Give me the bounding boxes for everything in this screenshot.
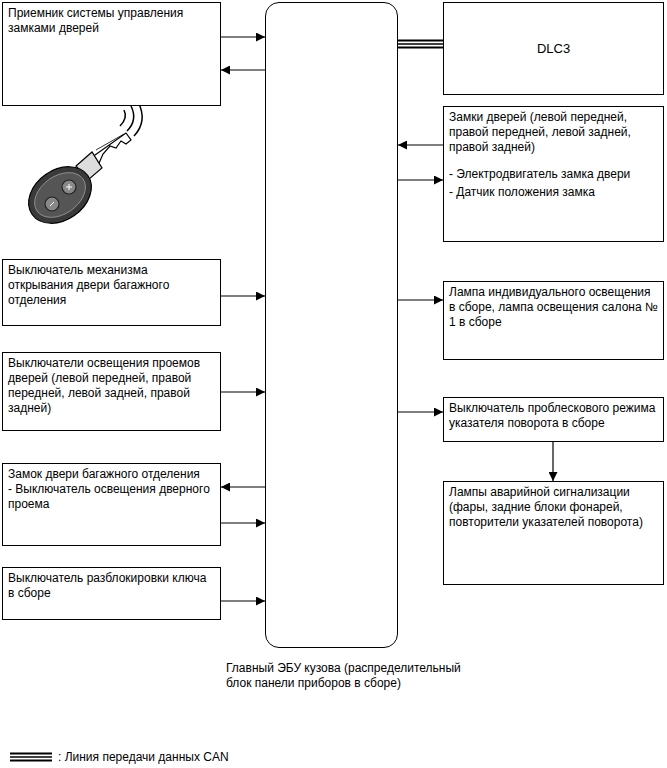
box-text: - Электродвигатель замка двери — [449, 167, 658, 182]
signal-arrow — [398, 180, 443, 181]
switch-box: Выключатель разблокировки ключа в сборе — [2, 567, 221, 620]
arrow-line — [221, 36, 265, 37]
box-text: Замки дверей (левой передней, правой пер… — [449, 110, 658, 155]
can-line-inner — [398, 43, 443, 45]
lamp-box: Лампа индивидуального освещения в сборе,… — [443, 281, 664, 360]
box-text: - Датчик положения замка — [449, 185, 658, 200]
signal-arrow — [398, 145, 443, 146]
signal-arrow — [221, 523, 265, 524]
box-text: DLC3 — [537, 41, 570, 56]
box-text: Выключатели освещения проемов дверей (ле… — [8, 356, 215, 416]
arrow-line — [398, 144, 443, 145]
switch-box: Выключатель механизма открывания двери б… — [2, 259, 221, 326]
block-heading: Главный ЭБУ кузова (распределительный бл… — [226, 661, 466, 691]
switch-box: Выключатели освещения проемов дверей (ле… — [2, 352, 221, 431]
arrow-line — [398, 411, 443, 412]
box-text: Выключатель разблокировки ключа в сборе — [8, 571, 215, 601]
trunk-lock-box: Замок двери багажного отделения- Выключа… — [2, 463, 221, 546]
signal-arrow — [221, 601, 265, 602]
arrow-line — [398, 179, 443, 180]
arrow-line — [221, 486, 265, 487]
can-bus-line — [398, 44, 443, 45]
connector-box: DLC3 — [443, 2, 664, 95]
arrow-line — [552, 442, 553, 481]
can-line-gap — [398, 42, 443, 47]
arrow-line — [221, 522, 265, 523]
arrow-line — [221, 600, 265, 601]
signal-arrow — [398, 300, 443, 301]
arrow-line — [221, 295, 265, 296]
box-text: Выключатель проблескового режима указате… — [449, 401, 658, 431]
box-text: Приемник системы управления замками двер… — [8, 6, 215, 36]
signal-arrow — [553, 442, 554, 481]
legend-text: : Линия передачи данных CAN — [58, 750, 229, 765]
box-text: Лампа индивидуального освещения в сборе,… — [449, 285, 658, 330]
arrow-line — [398, 299, 443, 300]
signal-arrow — [221, 392, 265, 393]
signal-arrow — [221, 487, 265, 488]
can-legend-sample — [10, 757, 52, 758]
arrow-line — [221, 69, 265, 70]
box-text: Лампы аварийной сигнализации (фары, задн… — [449, 485, 658, 530]
flasher-box: Выключатель проблескового режима указате… — [443, 397, 664, 442]
door-lock-box: Замки дверей (левой передней, правой пер… — [443, 106, 664, 242]
arrow-line — [221, 391, 265, 392]
ecu-block: Главный ЭБУ кузова (распределительный бл… — [265, 2, 398, 648]
signal-arrow — [221, 296, 265, 297]
box-text: Замок двери багажного отделения — [8, 467, 215, 482]
signal-arrow — [221, 70, 265, 71]
lamp-box: Лампы аварийной сигнализации (фары, задн… — [443, 481, 664, 585]
signal-arrow — [398, 412, 443, 413]
signal-arrow — [221, 37, 265, 38]
box-text: - Выключатель освещения дверного проема — [8, 482, 215, 512]
receiver-box: Приемник системы управления замками двер… — [2, 2, 221, 106]
key-fob-illustration — [18, 102, 142, 235]
box-text: Выключатель механизма открывания двери б… — [8, 263, 215, 308]
can-line-outer — [398, 40, 443, 49]
